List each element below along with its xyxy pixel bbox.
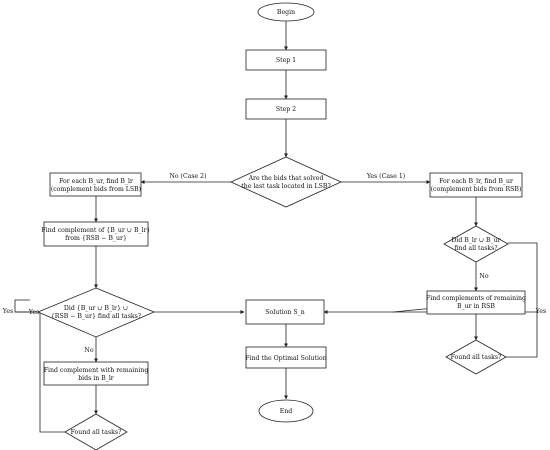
node-solution-label: Solution S_n <box>265 309 304 316</box>
node-complement-remaining-bids: Find complement with remaining bids in B… <box>43 361 149 386</box>
edge-label-yes-left-inner: Yes <box>28 309 39 316</box>
node-left-find-complement: For each B_ur, find B_lr (complement bid… <box>49 172 142 197</box>
node-find-complements-remaining-line1: Find complements of remaining <box>426 295 526 302</box>
node-find-complements-remaining: Find complements of remaining B_ur in RS… <box>426 290 526 315</box>
decision-blr-bur-line2: find all tasks? <box>454 245 498 252</box>
decision-last-task-lsb-line2: the last task located in LSB? <box>241 183 331 190</box>
node-complement-rsb-line1: Find complement of {B_ur ∪ B_lr} <box>42 227 151 234</box>
decision-last-task-lsb-line1: Are the bids that solved <box>248 175 324 182</box>
edge-label-yes-case1: Yes (Case 1) <box>366 173 405 180</box>
node-complement-remaining-bids-line1: Find complement with remaining <box>44 367 149 374</box>
edge-label-yes-left-outer: Yes <box>2 308 13 315</box>
node-right-find-complement-line2: (complement bids from RSB) <box>431 186 522 193</box>
decision-left-union-line1: Did {B_ur ∪ B_lr} ∪ <box>64 305 128 312</box>
node-find-complements-remaining-line2: B_ur in RSB <box>457 303 495 310</box>
decision-found-all-right: Found all tasks? <box>445 339 507 375</box>
node-complement-remaining-bids-line2: bids in B_lr <box>78 375 114 382</box>
edge-label-no-left: No <box>84 347 93 354</box>
node-complement-rsb: Find complement of {B_ur ∪ B_lr} from {R… <box>42 221 151 247</box>
edge-label-no-right: No <box>479 273 488 280</box>
decision-blr-bur: Did B_lr ∪ B_ur find all tasks? <box>443 225 509 263</box>
node-right-find-complement-line1: For each B_lr, find B_ur <box>439 178 513 185</box>
node-begin: Begin <box>257 2 315 22</box>
node-left-find-complement-line2: (complement bids from LSB) <box>51 186 141 193</box>
edge-label-no-case2: No (Case 2) <box>169 173 206 180</box>
decision-blr-bur-line1: Did B_lr ∪ B_ur <box>451 237 500 244</box>
decision-found-all-right-label: Found all tasks? <box>451 354 502 361</box>
decision-found-all-left-label: Found all tasks? <box>71 429 122 436</box>
node-right-find-complement: For each B_lr, find B_ur (complement bid… <box>429 172 523 198</box>
node-step1-label: Step 1 <box>276 57 296 64</box>
decision-found-all-left: Found all tasks? <box>64 413 128 450</box>
node-complement-rsb-line2: from {RSB − B_ur} <box>65 235 127 242</box>
node-end-label: End <box>280 408 293 415</box>
edge-label-yes-right: Yes <box>535 308 546 315</box>
node-step2-label: Step 2 <box>276 106 296 113</box>
node-solution: Solution S_n <box>245 299 325 325</box>
edge-labels: No (Case 2) Yes (Case 1) No No Yes Yes Y… <box>2 173 546 354</box>
node-end: End <box>258 399 314 423</box>
node-step1: Step 1 <box>245 49 327 71</box>
node-step2: Step 2 <box>245 98 327 120</box>
node-optimal-solution-label: Find the Optimal Solution <box>245 355 326 362</box>
decision-left-union-line2: {RSB − B_ur} find all tasks? <box>51 313 142 320</box>
node-left-find-complement-line1: For each B_ur, find B_lr <box>59 178 133 185</box>
node-begin-label: Begin <box>277 9 295 16</box>
decision-left-union: Did {B_ur ∪ B_lr} ∪ {RSB − B_ur} find al… <box>36 287 156 338</box>
node-optimal-solution: Find the Optimal Solution <box>245 346 327 369</box>
decision-last-task-lsb: Are the bids that solved the last task l… <box>230 156 342 208</box>
